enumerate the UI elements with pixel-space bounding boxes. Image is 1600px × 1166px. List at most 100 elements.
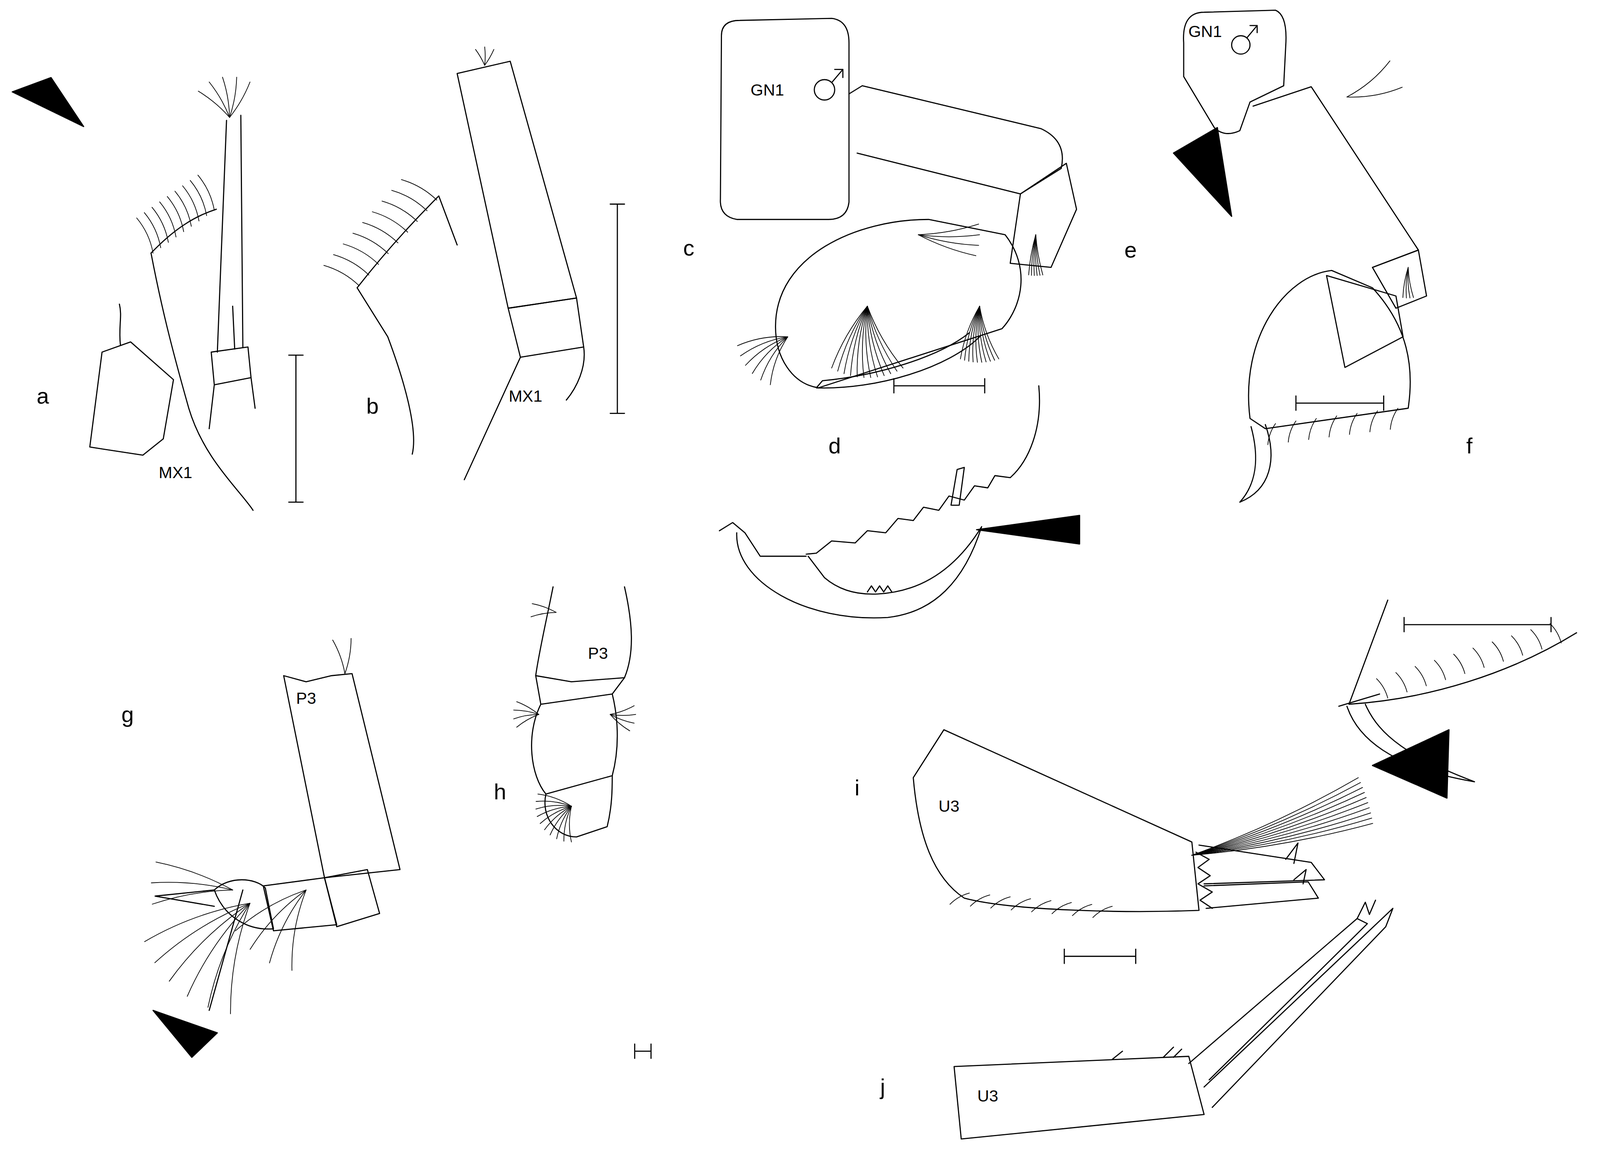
seta xyxy=(1402,267,1409,298)
seta xyxy=(1192,817,1372,855)
seta xyxy=(362,222,399,243)
spine xyxy=(1285,842,1306,884)
seta xyxy=(970,894,990,906)
seta xyxy=(737,336,788,346)
spine xyxy=(950,467,964,506)
seta xyxy=(513,710,539,715)
pointer-arrowhead xyxy=(153,1010,218,1058)
seta xyxy=(1369,410,1378,432)
seta xyxy=(269,889,307,963)
part-label: U3 xyxy=(938,798,960,815)
seta xyxy=(1192,823,1373,855)
propodus-outline xyxy=(544,775,613,837)
seta xyxy=(918,234,979,246)
plate-outline xyxy=(357,287,414,455)
seta xyxy=(175,191,192,227)
seta xyxy=(345,638,352,674)
seta xyxy=(229,81,250,118)
seta xyxy=(144,212,161,248)
plate-outline xyxy=(89,341,174,456)
panel-letter: j xyxy=(880,1075,885,1098)
part-label: P3 xyxy=(587,644,608,662)
seta xyxy=(154,903,250,963)
seta xyxy=(401,179,437,200)
seta xyxy=(167,196,184,232)
dactyl-teeth xyxy=(867,585,892,592)
seta xyxy=(323,265,360,286)
seta xyxy=(1473,647,1485,668)
seta xyxy=(1035,234,1038,276)
pointer-arrowhead xyxy=(1173,127,1232,217)
seta xyxy=(1376,678,1388,699)
dactyl-outline xyxy=(736,526,982,618)
seta xyxy=(222,77,230,118)
seta xyxy=(1031,234,1037,276)
seta xyxy=(152,889,233,905)
part-label: MX1 xyxy=(508,387,543,404)
seta xyxy=(530,612,557,617)
pointer-arrowhead xyxy=(12,77,84,127)
seta xyxy=(1346,60,1390,98)
peduncle-outline xyxy=(954,1056,1204,1140)
part-label: MX1 xyxy=(158,464,193,481)
seta xyxy=(1530,629,1542,650)
seta xyxy=(372,211,408,233)
panel-letter: h xyxy=(493,780,507,803)
setae xyxy=(136,46,1561,1014)
seta xyxy=(382,200,418,222)
seta xyxy=(333,254,369,276)
seta xyxy=(544,805,572,830)
scale-bar xyxy=(634,1043,652,1059)
seta xyxy=(960,306,980,360)
seta xyxy=(249,889,307,950)
seta xyxy=(1492,641,1504,662)
figure-group xyxy=(12,10,1577,1140)
palm-outline xyxy=(1348,632,1577,705)
dactyl-outline xyxy=(1239,424,1271,503)
seta xyxy=(977,306,982,363)
seta xyxy=(119,304,121,346)
seta xyxy=(918,224,979,235)
seta xyxy=(391,190,428,211)
seta xyxy=(950,892,970,904)
seta xyxy=(610,714,636,716)
palp-outline xyxy=(211,347,252,385)
seta xyxy=(867,306,884,376)
panel-letter: i xyxy=(854,776,860,799)
seta xyxy=(918,234,976,256)
article-outline xyxy=(531,693,618,794)
palp-outline xyxy=(508,298,584,358)
seta xyxy=(343,243,379,265)
seta xyxy=(1192,787,1363,855)
seta xyxy=(1414,666,1427,686)
dactyl-outline xyxy=(155,889,215,907)
article-outline xyxy=(324,869,380,927)
part-label: P3 xyxy=(296,689,317,707)
seta xyxy=(569,805,572,842)
spine xyxy=(1112,1046,1182,1060)
seta xyxy=(475,49,485,66)
scale-bar xyxy=(288,355,304,502)
seta xyxy=(1407,267,1410,299)
plate-outline xyxy=(357,195,457,288)
spine xyxy=(1357,899,1376,919)
seta xyxy=(1072,904,1092,916)
scale-bar xyxy=(1295,396,1384,411)
seta xyxy=(1192,812,1371,855)
seta xyxy=(537,805,572,817)
seta xyxy=(844,306,868,374)
seta xyxy=(831,306,868,368)
seta xyxy=(1035,234,1043,276)
seta xyxy=(535,805,572,809)
part-label: U3 xyxy=(977,1087,999,1105)
seta xyxy=(516,714,539,728)
seta xyxy=(332,640,346,674)
article-outline xyxy=(1372,249,1427,309)
ramus-outline xyxy=(1188,918,1368,1080)
seta xyxy=(990,896,1011,908)
seta xyxy=(353,233,389,254)
seta xyxy=(745,336,788,366)
seta xyxy=(968,306,980,361)
seta xyxy=(1092,906,1113,918)
seta xyxy=(1349,413,1358,435)
